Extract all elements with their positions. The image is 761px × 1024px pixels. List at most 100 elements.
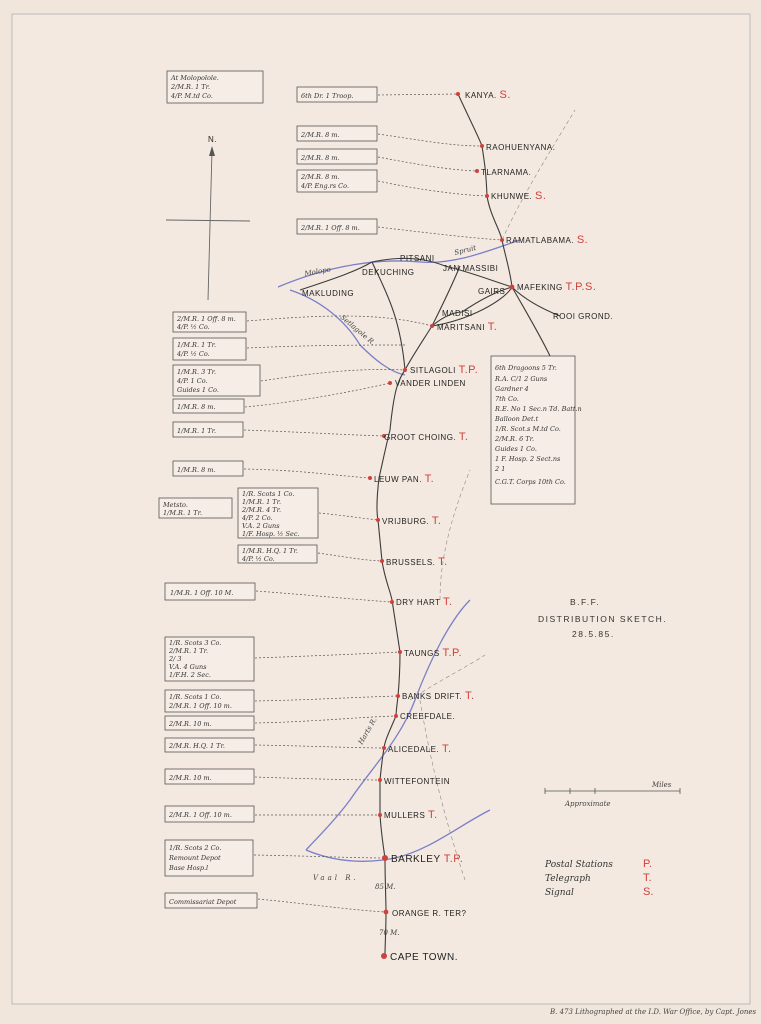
unit-box-texts: At Molopolole. 2/M.R. 1 Tr. 4/P. M.td Co… (162, 74, 582, 906)
svg-text:BARKLEY T.P.: BARKLEY T.P. (391, 853, 463, 865)
unit-box (164, 737, 255, 753)
station-code: T. (459, 431, 469, 443)
unit-box (164, 582, 256, 601)
scale-miles-label: Miles (651, 781, 672, 789)
unit-line: 2/M.R. 1 Tr. (170, 83, 210, 91)
unit-box (164, 805, 255, 823)
station-code: T. (428, 809, 438, 821)
road-mafeking-south (511, 286, 551, 357)
station-name: BANKS DRIFT. (402, 692, 462, 701)
station-name: JAN MASSIBI (443, 264, 498, 273)
river-vaal-label: Vaal R. (313, 874, 359, 882)
map-border (11, 13, 751, 1005)
unit-line: 1/M.R. 8 m. (177, 403, 216, 411)
title-line: DISTRIBUTION SKETCH. (538, 614, 667, 624)
svg-text:VANDER LINDEN: VANDER LINDEN (395, 379, 466, 388)
svg-text:BRUSSELS. T.: BRUSSELS. T. (386, 556, 448, 568)
unit-line: 2/M.R. 10 m. (168, 774, 212, 782)
station-dot (382, 746, 386, 750)
harts-river (305, 599, 471, 851)
station-name: MARITSANI (437, 323, 485, 332)
station-dot (382, 434, 386, 438)
distance-label: 85 M. (375, 883, 396, 891)
legend-label: Postal Stations (544, 860, 613, 870)
svg-text:KHUNWE. S.: KHUNWE. S. (491, 190, 546, 202)
station-dot (381, 953, 387, 959)
station-name: ALICEDALE. (388, 745, 439, 754)
station-name: VANDER LINDEN (395, 379, 466, 388)
unit-line: 4/P. Eng.rs Co. (300, 182, 349, 190)
station-dot (383, 909, 389, 915)
svg-text:SITLAGOLI T.P.: SITLAGOLI T.P. (410, 364, 478, 376)
svg-text:ORANGE R. TER?: ORANGE R. TER? (392, 909, 466, 918)
station-dot (456, 92, 460, 96)
garrison-line: Guides 1 Co. (495, 445, 537, 453)
legend-label: Telegraph (545, 874, 591, 884)
station-name: GROOT CHOING. (384, 433, 456, 442)
station-dot (403, 368, 407, 372)
garrison-line: 1/R. Scot.s M.td Co. (495, 425, 561, 433)
unit-box (172, 364, 261, 397)
unit-box (164, 715, 255, 731)
unit-line: 4/P. ½ Co. (176, 323, 210, 331)
unit-box (296, 148, 378, 165)
unit-box (296, 169, 378, 193)
svg-text:MARITSANI T.: MARITSANI T. (437, 321, 497, 333)
svg-text:JAN MASSIBI: JAN MASSIBI (443, 264, 498, 273)
svg-text:WITTEFONTEIN: WITTEFONTEIN (384, 777, 450, 786)
unit-box (296, 86, 378, 103)
svg-text:TLARNAMA.: TLARNAMA. (481, 168, 531, 177)
unit-line: 2/M.R. 1 Off. 10 m. (168, 702, 232, 710)
garrison-line: 7th Co. (495, 395, 519, 403)
unit-line: 1/R. Scots 2 Co. (169, 844, 221, 852)
unit-line: 2/M.R. 8 m. (300, 154, 340, 162)
svg-text:CAPE TOWN.: CAPE TOWN. (390, 952, 458, 963)
road-madisi (431, 286, 513, 327)
road-makluding (299, 261, 373, 291)
unit-box (166, 70, 264, 104)
station-name: SITLAGOLI (410, 366, 456, 375)
unit-box (164, 839, 254, 877)
unit-line: 1/M.R. 1 Tr. (177, 341, 216, 349)
unit-line: 4/P. 1 Co. (176, 377, 208, 385)
svg-text:CREEFDALE.: CREEFDALE. (400, 712, 455, 721)
legend-code: T. (643, 872, 652, 884)
road-rooi (511, 286, 561, 317)
north-label: N. (208, 135, 217, 144)
unit-line: Base Hosp.l (168, 864, 208, 872)
unit-line: 6th Dr. 1 Troop. (301, 92, 353, 100)
unit-box (164, 636, 255, 682)
station-dot (368, 476, 372, 480)
station-code: S. (535, 190, 546, 202)
title-line: B.F.F. (570, 597, 600, 607)
imprint: B. 473 Lithographed at the I.D. War Offi… (549, 1008, 757, 1016)
unit-line: Commissariat Depot (169, 898, 237, 906)
garrison-line: 2 1 (494, 465, 505, 473)
unit-box (296, 125, 378, 142)
title-line: 28.5.85. (572, 629, 615, 639)
station-dot (390, 600, 394, 604)
unit-line: 2/M.R. 8 m. (300, 131, 340, 139)
station-code: T. (438, 556, 448, 568)
unit-line: 1/R. Scots 3 Co. (169, 639, 221, 647)
unit-boxes (158, 70, 576, 909)
station-dot (376, 518, 380, 522)
unit-line: 1/R. Scots 1 Co. (242, 490, 294, 498)
unit-line: V.A. 4 Guns (169, 663, 207, 671)
garrison-line: 1 F. Hosp. 2 Sect.ns (495, 455, 561, 463)
station-code: T. (443, 596, 453, 608)
station-name: MAFEKING (517, 283, 563, 292)
unit-box (237, 544, 318, 564)
unit-line: 2/M.R. 10 m. (168, 720, 212, 728)
unit-box (164, 689, 255, 713)
unit-box (237, 487, 319, 539)
garrison-line: Balloon Det.t (494, 415, 539, 423)
station-name: RAMATLABAMA. (506, 236, 574, 245)
station-code: S. (577, 234, 588, 246)
rivers (277, 239, 521, 862)
svg-text:VRIJBURG. T.: VRIJBURG. T. (382, 515, 441, 527)
signal-lines (409, 109, 576, 881)
svg-text:MULLERS T.: MULLERS T. (384, 809, 438, 821)
station-name: DEKUCHING (362, 268, 415, 277)
